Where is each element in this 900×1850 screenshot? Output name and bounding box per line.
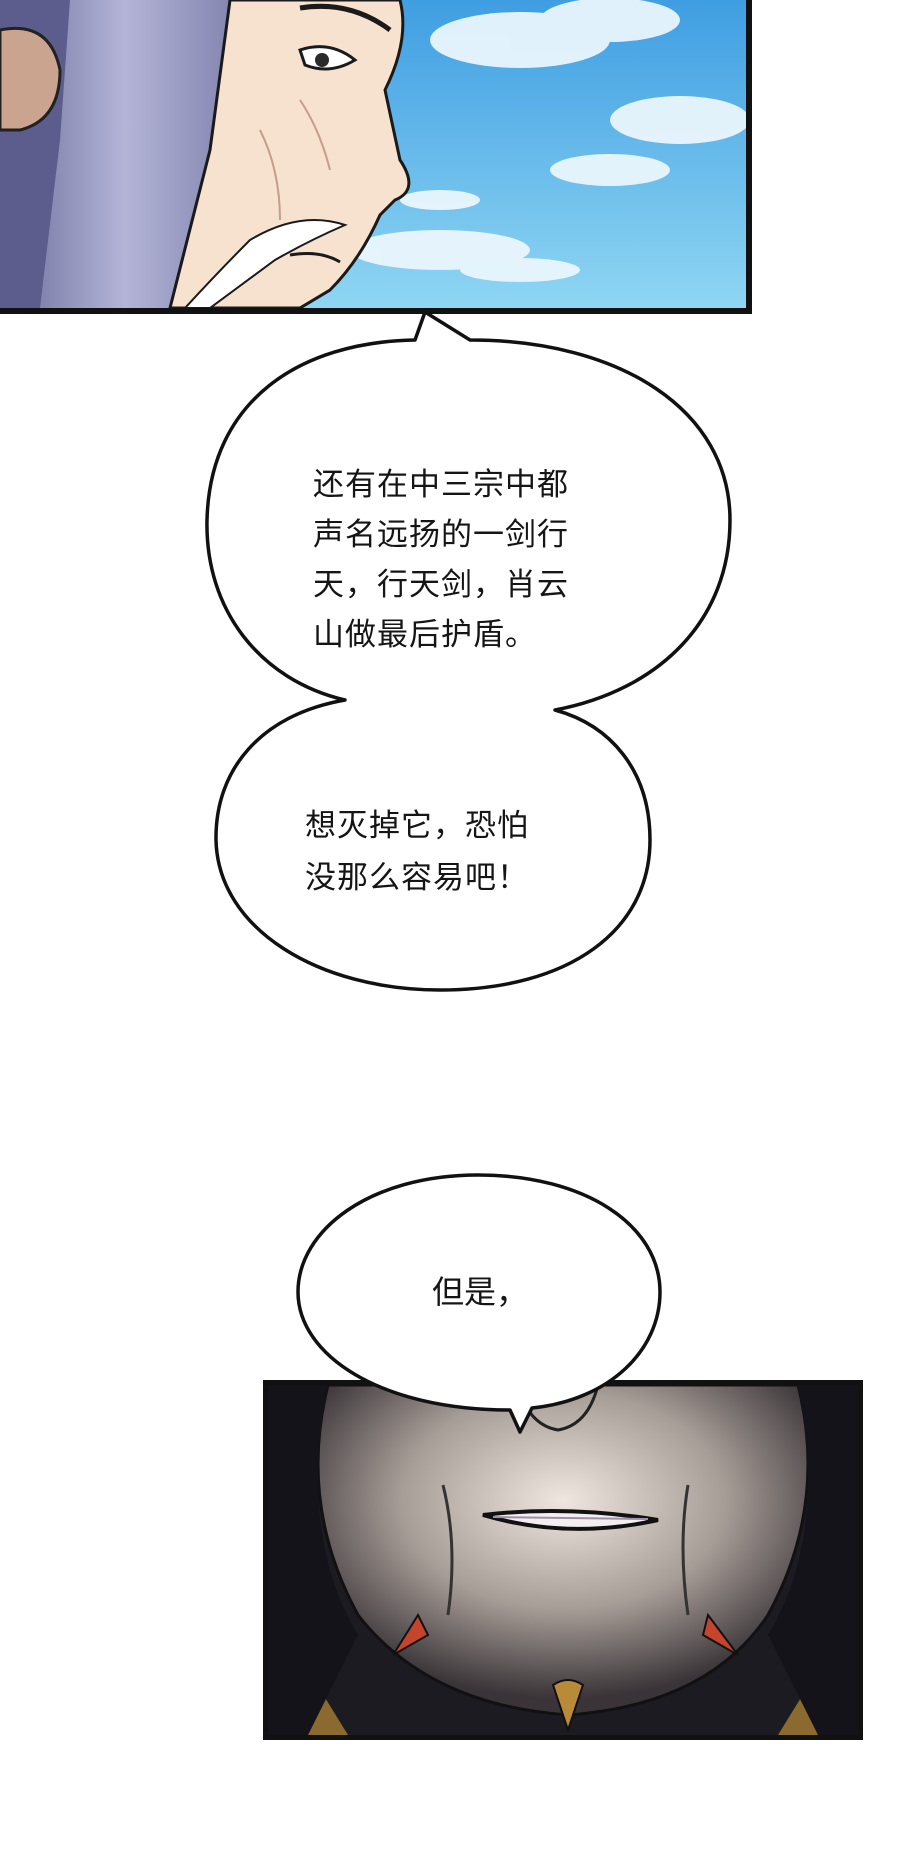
- speech-bubble-small: [296, 1173, 662, 1434]
- elder-closeup-illustration: [0, 0, 746, 308]
- panel-elder-closeup: [0, 0, 752, 314]
- bubble1-text: 还有在中三宗中都 声名远扬的一剑行 天，行天剑，肖云 山做最后护盾。: [313, 467, 569, 653]
- double-speech-bubble: [205, 310, 732, 992]
- bubble2-text: 想灭掉它，恐怕 没那么容易吧！: [305, 808, 529, 896]
- panel-shadowed-face: [263, 1380, 863, 1740]
- cloud-shapes: [350, 0, 746, 282]
- bubble3-text: 但是，: [432, 1273, 529, 1311]
- shadowed-face-illustration: [268, 1385, 858, 1735]
